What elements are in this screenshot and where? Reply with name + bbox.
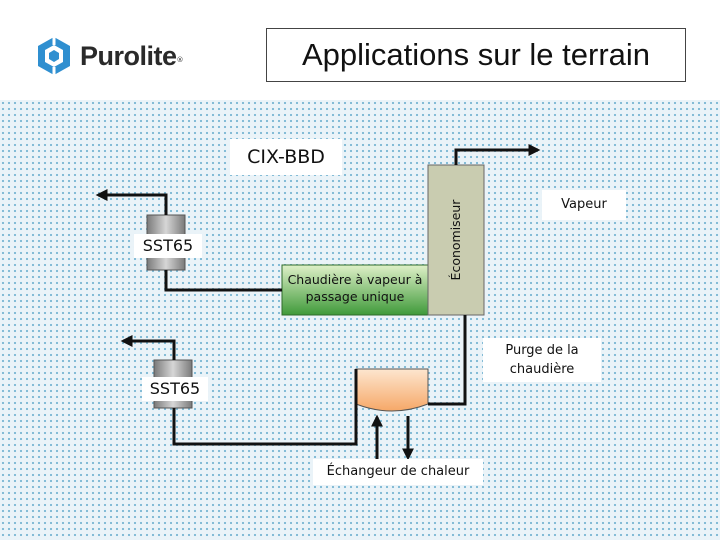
blowdown-label: Purge de la chaudière <box>483 338 601 382</box>
steam-label: Vapeur <box>542 190 626 220</box>
boiler-box <box>281 264 429 316</box>
purolite-logo-icon <box>38 37 70 75</box>
registered-mark-icon: ® <box>176 56 184 64</box>
steam-outlet-pipe <box>454 144 541 165</box>
heat-exchanger-label: Échangeur de chaleur <box>313 459 483 485</box>
blowdown-pipe <box>428 315 467 406</box>
sst65-top-label: SST65 <box>134 234 202 258</box>
header: Purolite ® Applications sur le terrain <box>0 0 720 100</box>
outlet-pipe-bottom <box>120 335 176 360</box>
title-box: Applications sur le terrain <box>266 28 686 82</box>
economizer-box <box>427 164 485 316</box>
brand-name: Purolite <box>80 40 177 71</box>
boiler-label: Chaudière à vapeur à passage unique <box>287 272 423 304</box>
economizer-label: Économiseur <box>448 199 463 281</box>
inlet-pipe-top <box>95 189 168 215</box>
cix-bbd-label: CIX-BBD <box>230 139 342 175</box>
pipe-exchanger-outlet <box>172 369 358 446</box>
pipe-column-to-boiler <box>164 270 282 292</box>
purolite-logo: Purolite ® <box>36 36 184 76</box>
heat-exchanger-vessel <box>355 368 429 412</box>
sst65-bottom-label: SST65 <box>142 377 208 401</box>
page-title: Applications sur le terrain <box>301 37 651 72</box>
